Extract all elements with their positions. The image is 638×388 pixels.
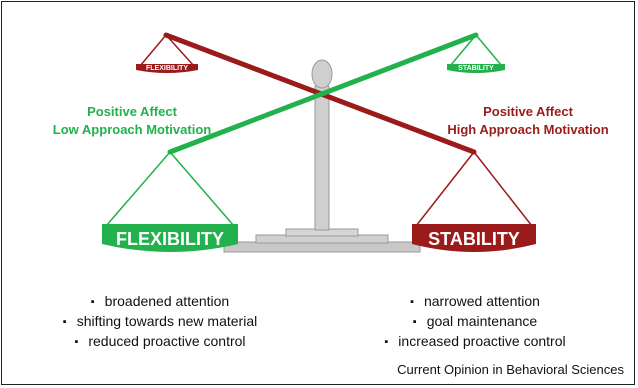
large-right-pan [412,224,536,252]
large-left-string-a [105,151,171,227]
list-item: broadened attention [40,292,280,312]
list-item: goal maintenance [345,312,605,332]
list-item: increased proactive control [345,332,605,352]
large-right-pan-label: STABILITY [428,229,520,249]
small-left-pan [136,64,198,73]
right-annotation-line1: Positive Affect [483,104,573,119]
stability-list: narrowed attention goal maintenance incr… [345,292,605,352]
small-right-string-b [475,34,503,67]
left-annotation-line2: Low Approach Motivation [53,122,211,137]
list-item: narrowed attention [345,292,605,312]
right-annotation-line2: High Approach Motivation [447,122,608,137]
scale-pillar [314,85,330,231]
journal-credit: Current Opinion in Behavioral Sciences [397,362,624,377]
left-annotation-line1: Positive Affect [87,104,177,119]
small-left-string-b [165,34,195,67]
flexibility-list: broadened attention shifting towards new… [40,292,280,352]
large-right-string-b [473,151,533,227]
green-beam [167,32,479,155]
large-left-pan-label: FLEXIBILITY [116,229,224,249]
small-left-string-a [139,34,167,67]
small-right-pan-label: STABILITY [458,65,494,72]
small-right-pan [447,64,505,73]
large-left-string-b [169,151,235,227]
list-item: reduced proactive control [40,332,280,352]
small-right-string-a [449,34,477,67]
large-left-pan [102,224,238,252]
large-right-string-a [415,151,475,227]
scale-pillar-knob [311,59,333,89]
list-item: shifting towards new material [40,312,280,332]
small-left-pan-label: FLEXIBILITY [146,65,188,72]
